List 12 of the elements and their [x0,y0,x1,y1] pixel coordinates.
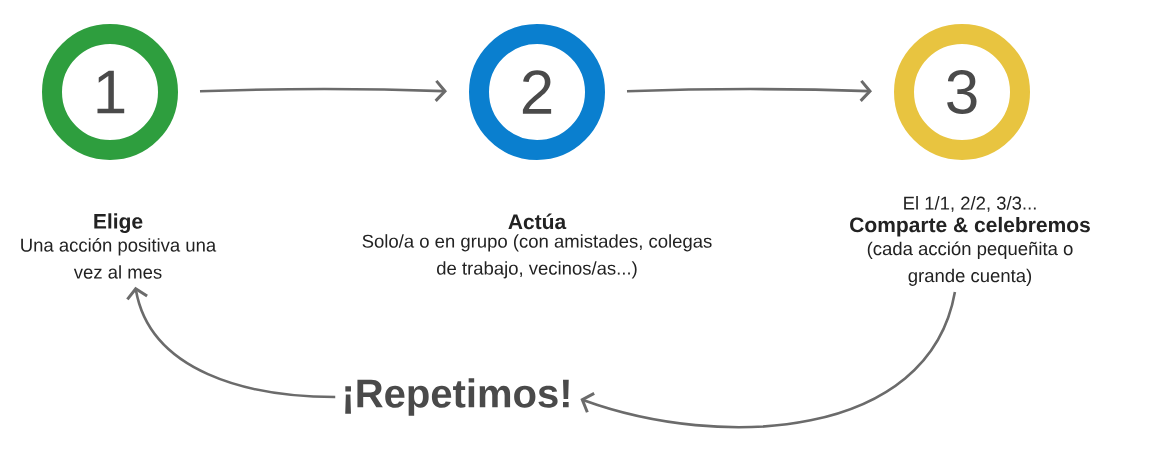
arrow [126,286,336,399]
step-title: Elige [94,213,143,233]
arrow [580,291,957,429]
step-description: El 1/1, 2/2, 3/3... [904,196,1036,212]
arrow [626,79,873,102]
step-description: Solo/a o en grupo (con amistades, colegas de trabajo, vecinos/as...) [362,234,712,279]
step-description: (cada acción pequeñita o grande cuenta) [867,241,1073,286]
step-description: Una acción positiva una vez al mes [21,237,217,279]
step-title: Actúa [508,213,567,230]
step-title: Comparte & celebremos [850,216,1090,237]
heading: ¡Repetimos! [345,378,569,416]
arrow [199,79,447,102]
